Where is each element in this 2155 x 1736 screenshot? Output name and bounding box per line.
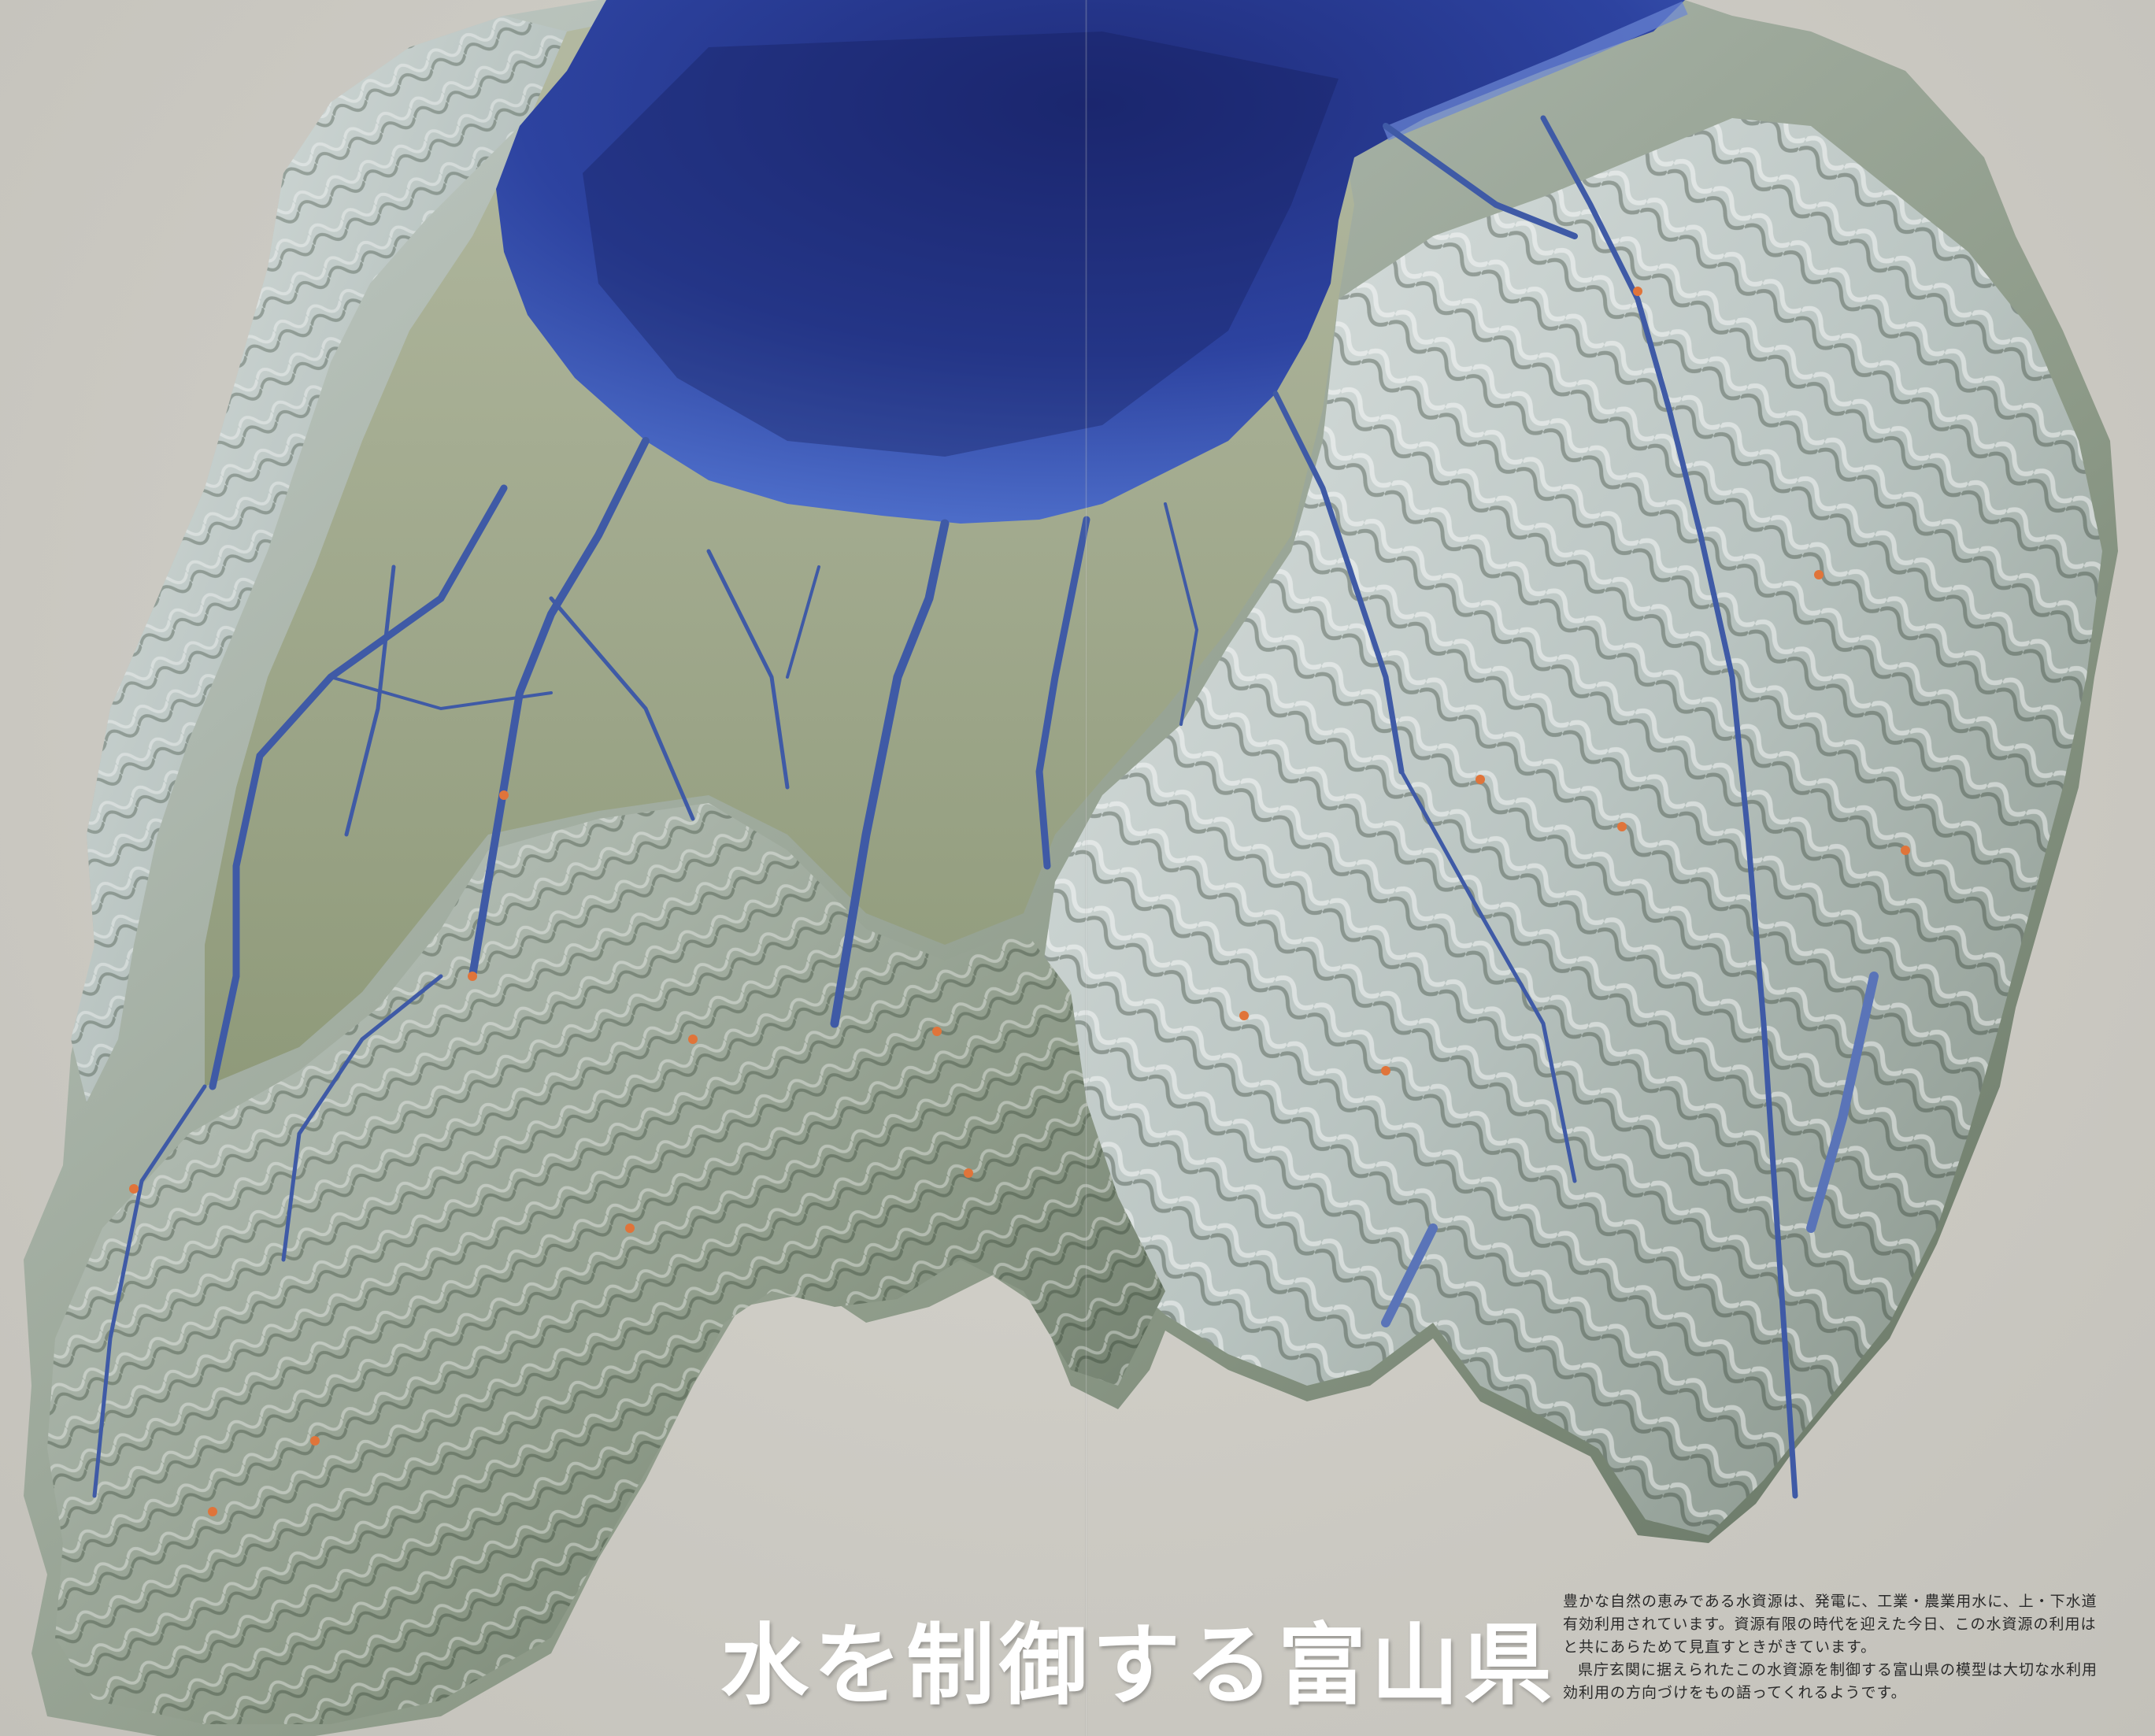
dam-marker — [1476, 775, 1485, 784]
page-title: 水を制御する富山県 — [720, 1615, 1557, 1717]
dam-marker — [129, 1184, 139, 1194]
dam-marker — [932, 1027, 942, 1036]
dam-marker — [1814, 570, 1824, 579]
dam-marker — [625, 1223, 635, 1233]
dam-marker — [1633, 287, 1642, 296]
dam-marker — [1381, 1066, 1390, 1075]
description-line: 効利用の方向づけをもの語ってくれるようです。 — [1563, 1684, 1907, 1701]
dam-marker — [208, 1507, 217, 1516]
rivers — [92, 115, 1879, 1499]
river-kurobe — [1540, 115, 1798, 1499]
description-line: 有効利用されています。資源有限の時代を迎えた今日、この水資源の利用は — [1563, 1616, 2097, 1633]
river-jinzu — [830, 519, 950, 1028]
dam-markers — [129, 287, 1910, 1516]
description-line: 豊かな自然の恵みである水資源は、発電に、工業・農業用水に、上・下水道 — [1563, 1593, 2098, 1610]
river-sho — [468, 437, 650, 980]
description-text: 豊かな自然の恵みである水資源は、発電に、工業・農業用水に、上・下水道 有効利用さ… — [1563, 1590, 2155, 1705]
river-oyabe — [209, 484, 508, 1090]
dam-marker — [310, 1436, 320, 1445]
page-fold-line — [1085, 0, 1087, 1736]
description-line: 県庁玄関に据えられたこの水資源を制御する富山県の模型は大切な水利用 — [1578, 1661, 2098, 1679]
river-hayatsuki — [1272, 391, 1405, 775]
description-line: と共にあらためて見直すときがきています。 — [1563, 1638, 1877, 1656]
dam-marker — [1239, 1011, 1249, 1020]
dam-marker — [499, 790, 509, 800]
dam-marker — [1617, 822, 1627, 831]
dam-marker — [1901, 846, 1910, 855]
dam-marker — [964, 1168, 973, 1178]
river-joganji — [1035, 516, 1090, 870]
dam-marker — [468, 972, 477, 981]
dam-marker — [688, 1035, 698, 1044]
